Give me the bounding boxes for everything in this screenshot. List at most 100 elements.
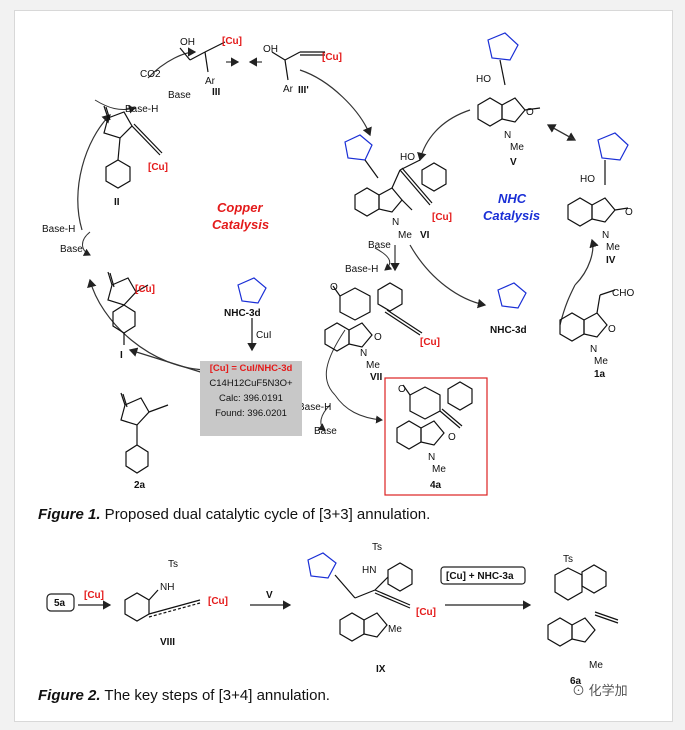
base-label-top: Base: [168, 90, 191, 101]
o-label-1a: O: [608, 324, 616, 335]
n-label-1a: N: [590, 344, 597, 355]
structure-6a: [547, 564, 619, 647]
label-nhc3d-left: NHC-3d: [224, 308, 261, 319]
cu-label-I: [Cu]: [135, 284, 155, 295]
nhc3d-left: [237, 277, 267, 352]
structure-II: [103, 105, 163, 189]
base-h-label-VII: Base-H: [298, 402, 331, 413]
figure2-caption-bold: Figure 2.: [38, 687, 101, 704]
cu-complex-line4: Found: 396.0201: [215, 408, 287, 419]
structure-VII: [324, 282, 423, 352]
figure-card: [14, 10, 673, 722]
oh-label-III: OH: [180, 37, 195, 48]
structure-III: [179, 41, 325, 81]
figure1-caption-bold: Figure 1.: [38, 506, 101, 523]
compound-5a-box: [46, 593, 75, 612]
label-IV: IV: [606, 255, 616, 266]
label-2a: 2a: [134, 480, 146, 491]
figure1-caption-text: Proposed dual catalytic cycle of [3+3] a…: [100, 506, 431, 523]
structure-IX: [307, 552, 413, 642]
label-II: II: [114, 197, 120, 208]
watermark-icon: ⊙: [572, 683, 589, 698]
label-nhc3d-right: NHC-3d: [490, 325, 527, 336]
ar-label-III: Ar: [205, 76, 216, 87]
label-VI: VI: [420, 230, 430, 241]
o-label-IV: O: [625, 207, 633, 218]
structure-4a: [396, 381, 473, 450]
base-arrows-center: [317, 247, 393, 431]
structure-VI: [344, 134, 447, 217]
ts-label-VIII: Ts: [168, 559, 178, 570]
figure1-caption: Figure 1. Proposed dual catalytic cycle …: [38, 506, 430, 523]
label-VIII: VIII: [160, 637, 175, 648]
me-label-1a: Me: [594, 356, 608, 367]
cu-complex-box: [Cu] = CuI/NHC-3d C14H12CuF5N3O+ Calc: 3…: [200, 361, 302, 436]
label-5a: 5a: [54, 598, 66, 609]
ts-label-6a: Ts: [563, 554, 573, 565]
me-label-V: Me: [510, 142, 524, 153]
me-label-6a: Me: [589, 660, 603, 671]
product-4a-box: [384, 377, 488, 496]
label-VII: VII: [370, 372, 382, 383]
ho-label-V: HO: [476, 74, 491, 85]
structure-VIII: [124, 589, 201, 622]
cu-complex-line2: C14H12CuF5N3O+: [209, 378, 293, 389]
ho-label-IV: HO: [580, 174, 595, 185]
structure-1a: [559, 289, 616, 342]
cu-label-fig2-1: [Cu]: [84, 590, 104, 601]
ar-label-IIIp: Ar: [283, 84, 294, 95]
me-label-VI: Me: [398, 230, 412, 241]
n-label-4a: N: [428, 452, 435, 463]
reagent-box: [440, 566, 526, 585]
nhc-catalysis-label-2: Catalysis: [483, 208, 540, 223]
oh-label-IIIp: OH: [263, 44, 278, 55]
cu-label-III: [Cu]: [222, 36, 242, 47]
reagent-label: [Cu] + NHC-3a: [446, 571, 514, 582]
o-label-V: O: [526, 107, 534, 118]
nhc-cycle-arrows: [390, 109, 599, 326]
n-label-VI: N: [392, 217, 399, 228]
cu-label-VIII: [Cu]: [208, 596, 228, 607]
label-III: III: [212, 87, 221, 98]
structure-V: [477, 32, 541, 127]
label-6a: 6a: [570, 676, 582, 687]
label-I: I: [120, 350, 123, 361]
o-label-VII: O: [330, 282, 338, 293]
base-arrows-left: [82, 99, 136, 256]
label-IIIp: III': [298, 85, 309, 96]
watermark: ⊙ 化学加: [572, 680, 628, 699]
cui-label: CuI: [256, 330, 272, 341]
structure-IV: [567, 132, 629, 227]
structure-2a: [120, 392, 169, 474]
label-V-fig2: V: [266, 590, 273, 601]
base-h-label-left: Base-H: [42, 224, 75, 235]
o2-label-VII: O: [374, 332, 382, 343]
base-label-VI: Base: [368, 240, 391, 251]
copper-catalysis-label-2: Catalysis: [212, 217, 269, 232]
cu-label-IIIp: [Cu]: [322, 52, 342, 63]
label-1a: 1a: [594, 369, 606, 380]
label-IX: IX: [376, 664, 386, 675]
n-label-IX: Me: [388, 624, 402, 635]
n-label-IV: N: [602, 230, 609, 241]
base-h-label-top: Base-H: [125, 104, 158, 115]
figure2-caption: Figure 2. The key steps of [3+4] annulat…: [38, 687, 330, 704]
nhc3d-right: [497, 282, 527, 309]
me-label-VII: Me: [366, 360, 380, 371]
cu-complex-line1: [Cu] = CuI/NHC-3d: [209, 363, 293, 374]
label-4a: 4a: [430, 480, 442, 491]
cu-label-IX: [Cu]: [416, 607, 436, 618]
ts-label-IX: Ts: [372, 542, 382, 553]
cu-complex-line3: Calc: 396.0191: [219, 393, 283, 404]
cho-label-1a: CHO: [612, 288, 634, 299]
label-V: V: [510, 157, 517, 168]
cu-label-VI: [Cu]: [432, 212, 452, 223]
copper-catalysis-label-1: Copper: [217, 200, 263, 215]
cu-label-VII: [Cu]: [420, 337, 440, 348]
base-label-VII: Base: [314, 426, 337, 437]
hn-label-IX: HN: [362, 565, 376, 576]
co2-label: CO2: [140, 69, 161, 80]
structure-I: [107, 271, 149, 345]
n-label-V: N: [504, 130, 511, 141]
